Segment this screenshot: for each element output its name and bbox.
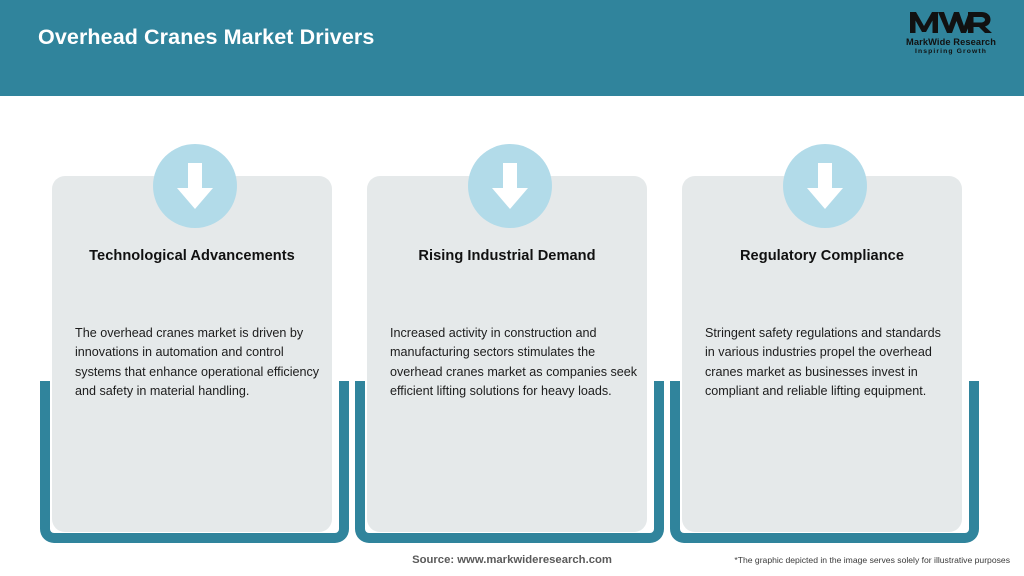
down-arrow-icon	[782, 144, 867, 228]
down-arrow-icon	[152, 144, 237, 228]
driver-card-3[interactable]: Regulatory Compliance Stringent safety r…	[667, 96, 982, 543]
source-label: Source: www.markwideresearch.com	[412, 554, 612, 566]
page-title: Overhead Cranes Market Drivers	[38, 25, 375, 49]
down-arrow-icon	[467, 144, 552, 228]
card-description: Stringent safety regulations and standar…	[705, 326, 941, 399]
card-frame-accent	[40, 381, 349, 543]
mwr-logo-icon	[910, 12, 992, 33]
card-title: Rising Industrial Demand	[418, 248, 596, 264]
card-title: Technological Advancements	[89, 248, 295, 264]
brand-logo: MarkWide Research Inspiring Growth	[892, 8, 1010, 64]
drivers-card-group: Technological Advancements The overhead …	[0, 96, 1024, 543]
logo-company-name: MarkWide Research	[906, 37, 996, 47]
disclaimer-note: *The graphic depicted in the image serve…	[734, 555, 1010, 565]
driver-card-1[interactable]: Technological Advancements The overhead …	[37, 96, 352, 543]
driver-card-2[interactable]: Rising Industrial Demand Increased activ…	[352, 96, 667, 543]
card-panel	[682, 176, 962, 532]
header-bar: Overhead Cranes Market Drivers MarkWide …	[0, 0, 1024, 96]
card-title: Regulatory Compliance	[739, 248, 905, 264]
card-description: The overhead cranes market is driven by …	[75, 326, 320, 399]
card-description: Increased activity in construction and m…	[390, 326, 638, 399]
logo-tagline: Inspiring Growth	[915, 48, 987, 55]
card-frame-accent	[670, 381, 979, 543]
card-frame-accent	[355, 381, 664, 543]
card-panel	[367, 176, 647, 532]
card-panel	[52, 176, 332, 532]
